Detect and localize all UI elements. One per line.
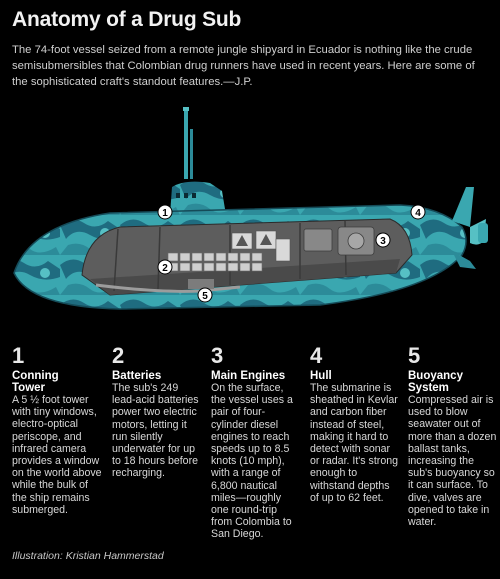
feature-name: Conning Tower [12, 370, 102, 394]
feature-hull: 4 Hull The submarine is sheathed in Kevl… [310, 345, 400, 504]
feature-number: 5 [408, 343, 421, 368]
periscope-mast [184, 109, 188, 179]
conning-tower [170, 181, 226, 215]
callout-2-label: 2 [162, 263, 168, 274]
callout-5: 5 [197, 287, 213, 303]
feature-conning-tower: 1 Conning Tower A 5 ½ foot tower with ti… [12, 345, 102, 516]
feature-name: Hull [310, 370, 400, 382]
battery-bank [167, 252, 263, 272]
feature-buoyancy-system: 5 Buoyancy System Compressed air is used… [408, 343, 498, 529]
callout-3: 3 [375, 232, 391, 248]
callout-3-label: 3 [380, 236, 386, 247]
feature-description: Compressed air is used to blow seawater … [408, 394, 497, 529]
callout-4-label: 4 [415, 208, 421, 219]
feature-name-line1: Batteries [112, 370, 162, 382]
callout-1: 1 [157, 204, 173, 220]
tail-fin-upper [452, 187, 474, 227]
feature-name-line1: Hull [310, 370, 332, 382]
feature-name-line1: Main Engines [211, 370, 286, 382]
feature-number: 4 [310, 343, 323, 368]
feature-number: 3 [211, 343, 224, 368]
feature-name: Main Engines [211, 370, 301, 382]
feature-description: The submarine is sheathed in Kevlar and … [310, 382, 398, 504]
feature-description: A 5 ½ foot tower with tiny windows, elec… [12, 394, 102, 516]
engines [303, 226, 375, 256]
callout-2: 2 [157, 259, 173, 275]
feature-name: Buoyancy System [408, 370, 498, 394]
feature-main-engines: 3 Main Engines On the surface, the vesse… [211, 345, 301, 541]
feature-name-line1: Buoyancy [408, 370, 463, 382]
feature-description: The sub's 249 lead-acid batteries power … [112, 382, 199, 480]
callout-1-label: 1 [162, 208, 168, 219]
page-title: Anatomy of a Drug Sub [12, 8, 242, 31]
callout-5-label: 5 [202, 291, 208, 302]
feature-description: On the surface, the vessel uses a pair o… [211, 382, 293, 541]
feature-batteries: 2 Batteries The sub's 249 lead-acid batt… [112, 345, 202, 480]
intro-text: The 74-foot vessel seized from a remote … [12, 44, 475, 88]
illustration-credit: Illustration: Kristian Hammerstad [12, 550, 164, 562]
submarine-illustration: 1 2 3 4 5 [13, 107, 488, 310]
callout-4: 4 [410, 204, 426, 220]
feature-name: Batteries [112, 370, 202, 382]
feature-name-line1: Conning [12, 370, 59, 382]
tail-fin-lower [452, 251, 476, 269]
feature-name-line2: System [408, 382, 449, 394]
feature-name-line2: Tower [12, 382, 46, 394]
feature-number: 2 [112, 343, 125, 368]
feature-number: 1 [12, 343, 25, 368]
